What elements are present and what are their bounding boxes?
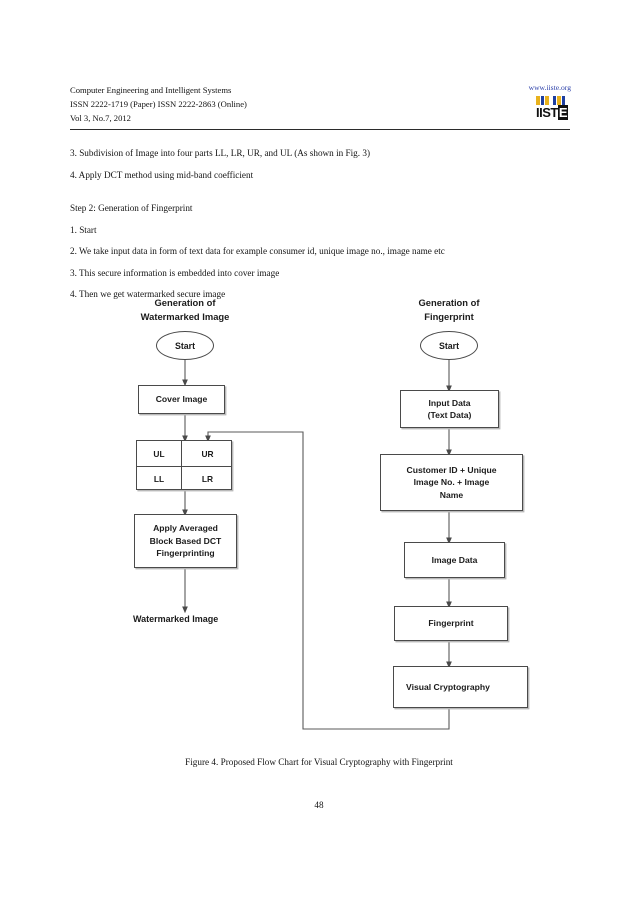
header-divider — [70, 129, 570, 130]
node-right-start[interactable]: Start — [420, 331, 478, 360]
grid-vertical-divider — [181, 441, 182, 489]
node-watermarked-image-label: Watermarked Image — [133, 614, 219, 624]
node-image-data[interactable]: Image Data — [404, 542, 505, 578]
grid-horizontal-divider — [137, 466, 231, 467]
grid-cell-ll[interactable]: LL — [137, 466, 181, 491]
node-subdivision-grid[interactable]: UL UR LL LR — [136, 440, 232, 490]
grid-cell-ur[interactable]: UR — [182, 441, 233, 466]
iiste-url-link[interactable]: www.iiste.org — [528, 83, 571, 92]
node-fingerprint-label: Fingerprint — [428, 618, 474, 629]
logo-wordmark-b: E — [557, 105, 569, 120]
page-header: Computer Engineering and Intelligent Sys… — [70, 83, 571, 126]
logo-wordmark: IISTE — [536, 105, 570, 120]
page-number: 48 — [314, 800, 324, 810]
node-customer-id-line3: Name — [439, 489, 464, 500]
node-apply-dct-line2: Block Based DCT — [149, 535, 222, 546]
node-customer-id-line2: Image No. + Image — [413, 477, 490, 488]
issn-line: ISSN 2222-1719 (Paper) ISSN 2222-2863 (O… — [70, 99, 247, 110]
node-right-start-label: Start — [438, 340, 460, 351]
node-input-data[interactable]: Input Data (Text Data) — [400, 390, 499, 428]
grid-cell-ur-label: UR — [201, 448, 214, 459]
node-apply-dct[interactable]: Apply Averaged Block Based DCT Fingerpri… — [134, 514, 237, 568]
figure-caption: Figure 4. Proposed Flow Chart for Visual… — [185, 757, 453, 767]
grid-cell-ul[interactable]: UL — [137, 441, 181, 466]
grid-cell-ll-label: LL — [153, 473, 165, 484]
step-line-2: 2. We take input data in form of text da… — [70, 246, 445, 256]
node-left-start-label: Start — [174, 340, 196, 351]
step-line-1: 1. Start — [70, 224, 97, 235]
node-visual-cryptography[interactable]: Visual Cryptography — [393, 666, 528, 708]
node-fingerprint[interactable]: Fingerprint — [394, 606, 508, 641]
node-customer-id[interactable]: Customer ID + Unique Image No. + Image N… — [380, 454, 523, 511]
journal-title: Computer Engineering and Intelligent Sys… — [70, 85, 232, 95]
body-line-2: 4. Apply DCT method using mid-band coeff… — [70, 169, 254, 180]
left-column-title-line2: Watermarked Image — [140, 310, 230, 322]
grid-cell-lr[interactable]: LR — [182, 466, 233, 491]
node-cover-image-label: Cover Image — [155, 394, 208, 405]
node-image-data-label: Image Data — [431, 554, 478, 565]
node-watermarked-image: Watermarked Image — [133, 614, 218, 624]
node-customer-id-line1: Customer ID + Unique — [406, 464, 497, 475]
node-left-start[interactable]: Start — [156, 331, 214, 360]
logo-wordmark-a: IIST — [536, 105, 558, 120]
logo-bars-icon — [536, 96, 568, 105]
grid-cell-lr-label: LR — [201, 473, 214, 484]
grid-cell-ul-label: UL — [153, 448, 165, 459]
node-input-data-line2: (Text Data) — [427, 410, 472, 420]
iiste-logo: IISTE — [536, 96, 570, 122]
node-visual-cryptography-label: Visual Cryptography — [406, 681, 490, 692]
node-apply-dct-line3: Fingerprinting — [156, 548, 215, 559]
node-apply-dct-line1: Apply Averaged — [153, 523, 218, 534]
node-cover-image[interactable]: Cover Image — [138, 385, 225, 414]
node-input-data-line1: Input Data — [428, 397, 471, 408]
step-heading: Step 2: Generation of Fingerprint — [70, 203, 193, 213]
right-column-title-line2: Fingerprint — [424, 310, 474, 322]
volume-line: Vol 3, No.7, 2012 — [70, 113, 131, 124]
step-line-3: 3. This secure information is embedded i… — [70, 267, 280, 278]
step-line-4: 4. Then we get watermarked secure image — [70, 289, 226, 299]
body-text: 3. Subdivision of Image into four parts … — [70, 143, 580, 306]
body-line-1: 3. Subdivision of Image into four parts … — [70, 148, 371, 158]
